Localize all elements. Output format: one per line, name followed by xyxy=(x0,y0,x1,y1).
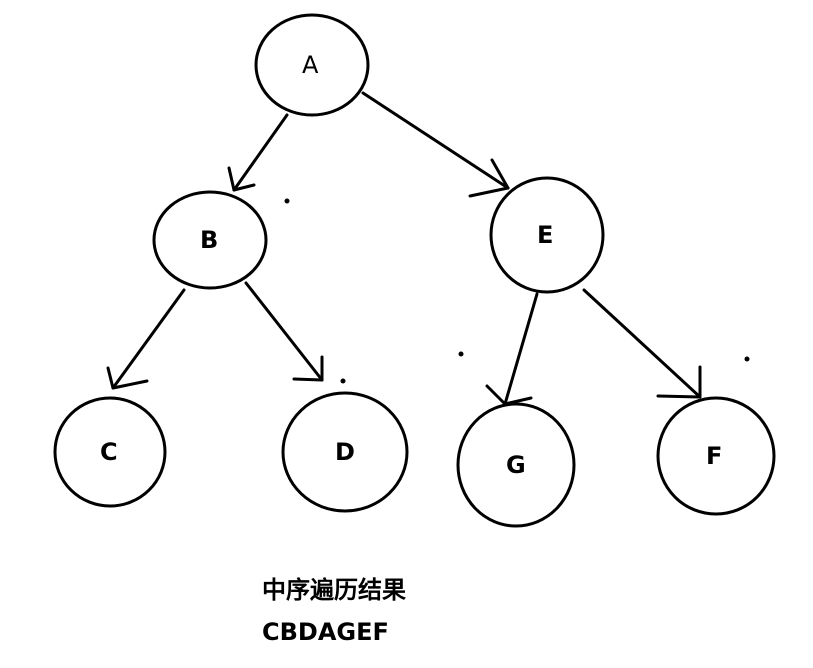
tree-node-a: A xyxy=(254,13,370,117)
tree-node-d: D xyxy=(281,391,409,513)
edge-line xyxy=(244,281,324,382)
node-circle xyxy=(656,396,776,516)
node-circle xyxy=(152,190,268,290)
node-label: E xyxy=(537,221,553,249)
stray-dot xyxy=(458,351,464,357)
edge-b-c xyxy=(106,288,186,390)
node-label: B xyxy=(200,226,218,254)
edge-line xyxy=(232,113,289,192)
tree-node-c: C xyxy=(53,396,167,508)
tree-node-g: G xyxy=(456,402,576,528)
traversal-result: CBDAGEF xyxy=(262,618,389,646)
edge-a-b xyxy=(227,113,289,192)
stray-dot xyxy=(284,198,290,204)
edge-a-e xyxy=(361,91,510,198)
arrow-head-icon xyxy=(468,158,510,198)
node-label: G xyxy=(506,451,526,479)
edge-line xyxy=(361,91,510,190)
node-circle xyxy=(489,176,605,294)
node-circle xyxy=(53,396,167,508)
edge-b-d xyxy=(244,281,324,382)
node-circle xyxy=(281,391,409,513)
node-label: D xyxy=(335,438,355,466)
tree-node-b: B xyxy=(152,190,268,290)
edge-line xyxy=(582,288,702,399)
edge-e-f xyxy=(582,288,702,399)
node-label: C xyxy=(100,438,118,466)
arrow-head-icon xyxy=(292,355,324,382)
stray-dot xyxy=(340,378,346,384)
tree-node-f: F xyxy=(656,396,776,516)
edge-e-g xyxy=(485,292,539,406)
tree-node-e: E xyxy=(489,176,605,294)
stray-dot xyxy=(744,356,750,362)
tree-nodes: A B E C D G F xyxy=(53,13,776,528)
node-circle xyxy=(456,402,576,528)
stray-dots xyxy=(284,198,750,384)
edge-line xyxy=(111,288,186,390)
arrow-head-icon xyxy=(656,365,702,399)
node-circle xyxy=(254,13,370,117)
node-label: F xyxy=(706,442,722,470)
traversal-title: 中序遍历结果 xyxy=(262,576,406,604)
arrow-head-icon xyxy=(227,166,256,192)
edge-line xyxy=(503,292,539,406)
node-label: A xyxy=(302,51,319,79)
tree-edges xyxy=(106,91,702,406)
arrow-head-icon xyxy=(106,366,149,390)
